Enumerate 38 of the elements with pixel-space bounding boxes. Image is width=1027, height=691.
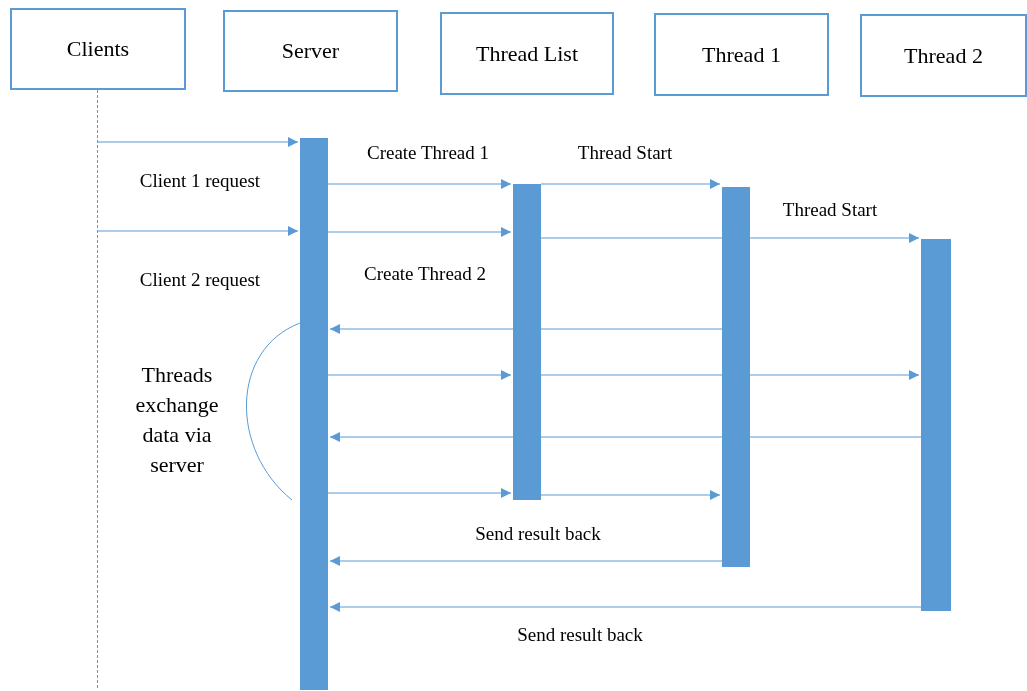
arrow xyxy=(329,556,723,566)
arrow xyxy=(540,490,721,500)
arrow xyxy=(97,137,299,147)
participant-box xyxy=(223,10,398,92)
edge-label: Send result back xyxy=(475,523,601,545)
edge-label: Create Thread 2 xyxy=(364,263,486,285)
edge-label: Client 1 request xyxy=(139,170,261,192)
arrow xyxy=(327,179,512,189)
activation-bar xyxy=(722,187,750,567)
participant-name: Thread List xyxy=(476,40,578,67)
lifeline xyxy=(97,90,98,688)
arrow xyxy=(749,370,920,380)
edge-label: Thread Start xyxy=(577,142,673,164)
arrow xyxy=(329,432,514,442)
activation-bar xyxy=(513,184,541,500)
arrow xyxy=(327,488,512,498)
participant-box xyxy=(10,8,186,90)
edge-label: Create Thread 1 xyxy=(367,142,489,164)
activation-bar xyxy=(921,239,951,611)
arrow xyxy=(749,233,920,243)
participant-name: Thread 2 xyxy=(904,42,983,69)
participant-box xyxy=(860,14,1027,97)
arrow xyxy=(97,226,299,236)
edge-label: Send result back xyxy=(517,624,643,646)
arrow xyxy=(540,179,721,189)
arrow xyxy=(327,227,512,237)
participant-box xyxy=(654,13,829,96)
note-text: Threads exchange data via server xyxy=(134,361,220,479)
edge-label: Client 2 request xyxy=(139,269,261,291)
participant-box xyxy=(440,12,614,95)
participant-name: Server xyxy=(281,38,340,64)
participant-name: Clients xyxy=(66,36,130,62)
edge-label: Thread Start xyxy=(782,199,878,221)
arrow xyxy=(329,324,514,334)
participant-name: Thread 1 xyxy=(702,41,781,68)
arrow xyxy=(327,370,512,380)
arrow xyxy=(329,602,922,612)
activation-bar xyxy=(300,138,328,690)
